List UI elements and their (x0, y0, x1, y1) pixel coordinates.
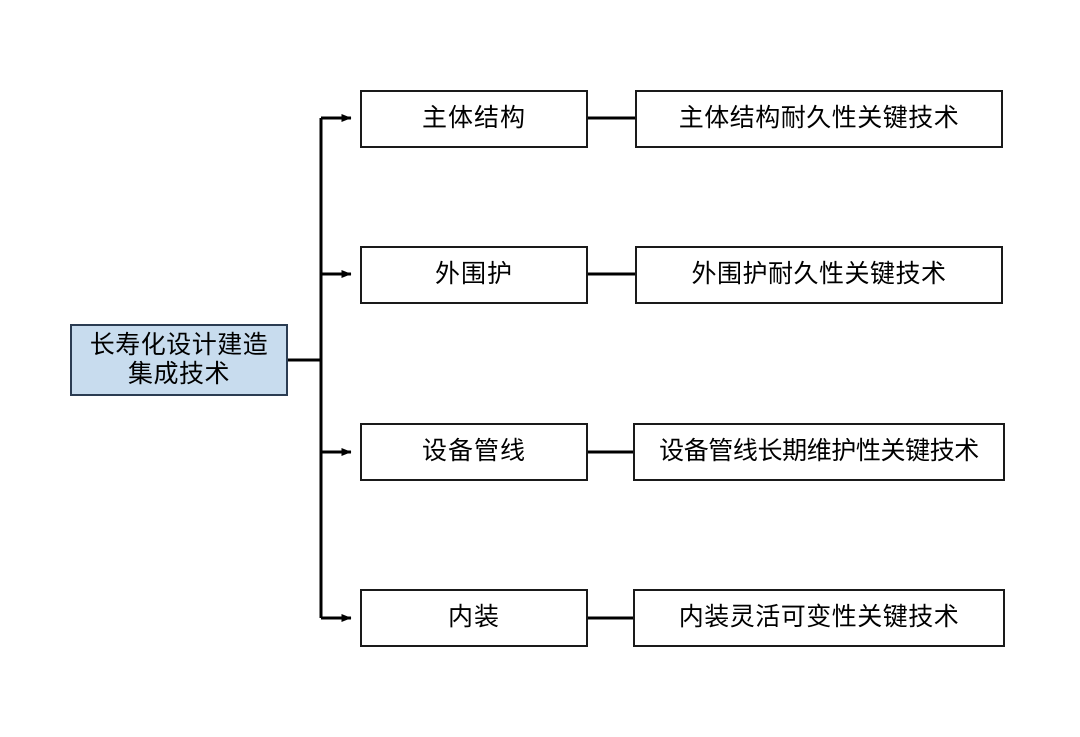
branch-node-envelope[interactable]: 外围护 (360, 246, 588, 304)
tech-node-envelope-durability-label: 外围护耐久性关键技术 (691, 260, 947, 289)
root-node-label-line1: 长寿化设计建造 (89, 330, 269, 359)
branch-node-interior-fitout[interactable]: 内装 (360, 589, 588, 647)
branch-node-mep-pipeline-label: 设备管线 (421, 437, 526, 466)
branch-node-main-structure-label: 主体结构 (421, 104, 526, 133)
tech-node-mep-maintainability[interactable]: 设备管线长期维护性关键技术 (633, 423, 1005, 481)
branch-node-envelope-label: 外围护 (434, 260, 513, 289)
root-node-label-line2: 集成技术 (127, 360, 230, 388)
tech-node-envelope-durability[interactable]: 外围护耐久性关键技术 (635, 246, 1003, 304)
branch-node-interior-fitout-label: 内装 (447, 603, 500, 632)
tech-node-interior-flexibility-label: 内装灵活可变性关键技术 (678, 603, 960, 632)
tech-node-main-structure-durability[interactable]: 主体结构耐久性关键技术 (635, 90, 1003, 148)
tech-node-interior-flexibility[interactable]: 内装灵活可变性关键技术 (633, 589, 1005, 647)
branch-node-main-structure[interactable]: 主体结构 (360, 90, 588, 148)
root-node-box[interactable]: 长寿化设计建造集成技术 (70, 324, 288, 396)
branch-node-mep-pipeline[interactable]: 设备管线 (360, 423, 588, 481)
tech-node-mep-maintainability-label: 设备管线长期维护性关键技术 (659, 437, 979, 466)
tech-node-main-structure-durability-label: 主体结构耐久性关键技术 (678, 104, 960, 133)
root-node-label: 长寿化设计建造集成技术 (72, 331, 286, 390)
